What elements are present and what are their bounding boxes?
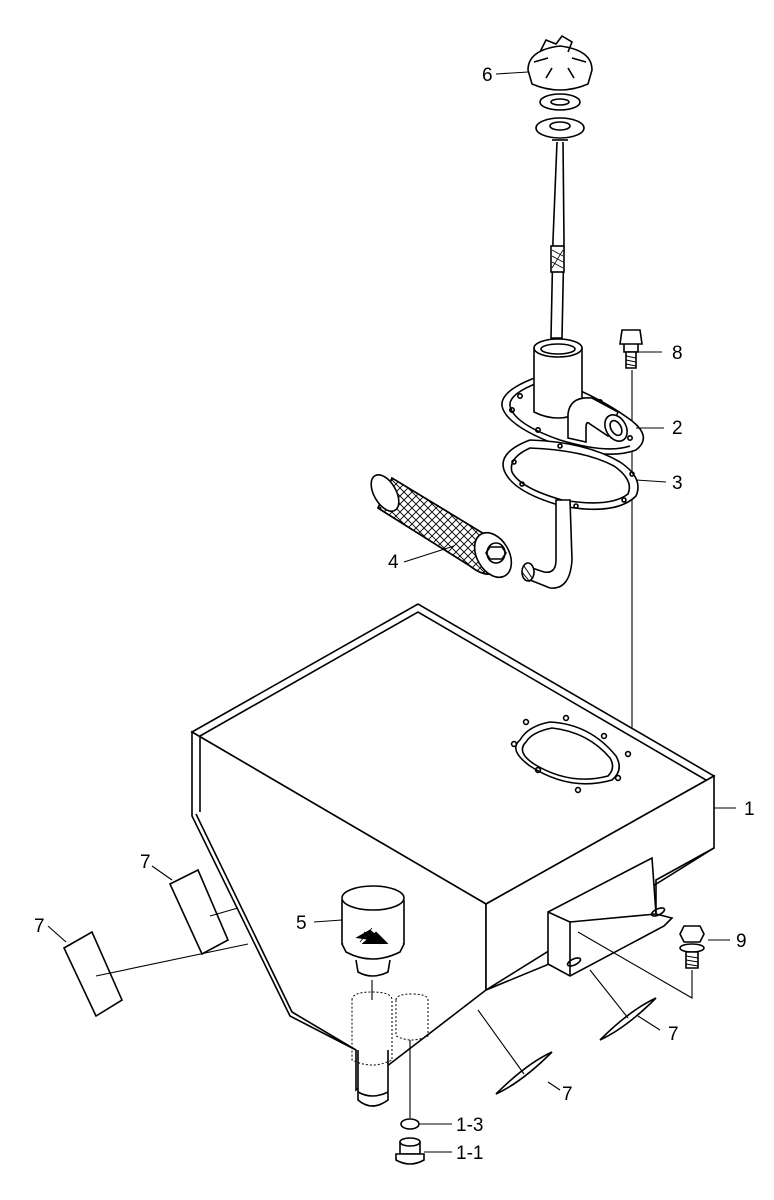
rubber-pad-icon xyxy=(62,930,124,1018)
callout-4: 4 xyxy=(388,552,399,573)
dipstick-icon xyxy=(550,141,565,339)
callout-1: 1 xyxy=(744,799,755,820)
return-filter-icon xyxy=(341,885,429,1118)
bolt-with-washer-icon xyxy=(679,925,705,969)
o-ring-icon xyxy=(400,1118,420,1130)
filler-cap-icon xyxy=(527,34,593,141)
callout-7-left: 7 xyxy=(34,916,45,937)
callout-2: 2 xyxy=(672,418,683,439)
gasket-icon xyxy=(502,439,639,511)
rubber-pad-icon xyxy=(168,868,230,956)
bolt-icon xyxy=(619,329,643,369)
rubber-pad-icon xyxy=(599,997,657,1041)
tank-icon xyxy=(190,603,716,1107)
callout-5: 5 xyxy=(296,913,307,934)
callout-9: 9 xyxy=(736,931,747,952)
callout-3: 3 xyxy=(672,473,683,494)
callout-1-3: 1-3 xyxy=(456,1115,483,1136)
strainer-icon xyxy=(370,474,513,579)
drain-plug-icon xyxy=(395,1137,425,1165)
callout-7-right: 7 xyxy=(668,1024,679,1045)
rubber-pad-icon xyxy=(495,1051,553,1095)
suction-cover-icon xyxy=(501,338,645,455)
callout-7-bottom: 7 xyxy=(562,1084,573,1105)
callout-7-upper-left: 7 xyxy=(140,852,151,873)
callout-1-1: 1-1 xyxy=(456,1143,483,1164)
suction-pipe-icon xyxy=(521,499,573,589)
callout-6: 6 xyxy=(482,65,493,86)
callout-8: 8 xyxy=(672,343,683,364)
